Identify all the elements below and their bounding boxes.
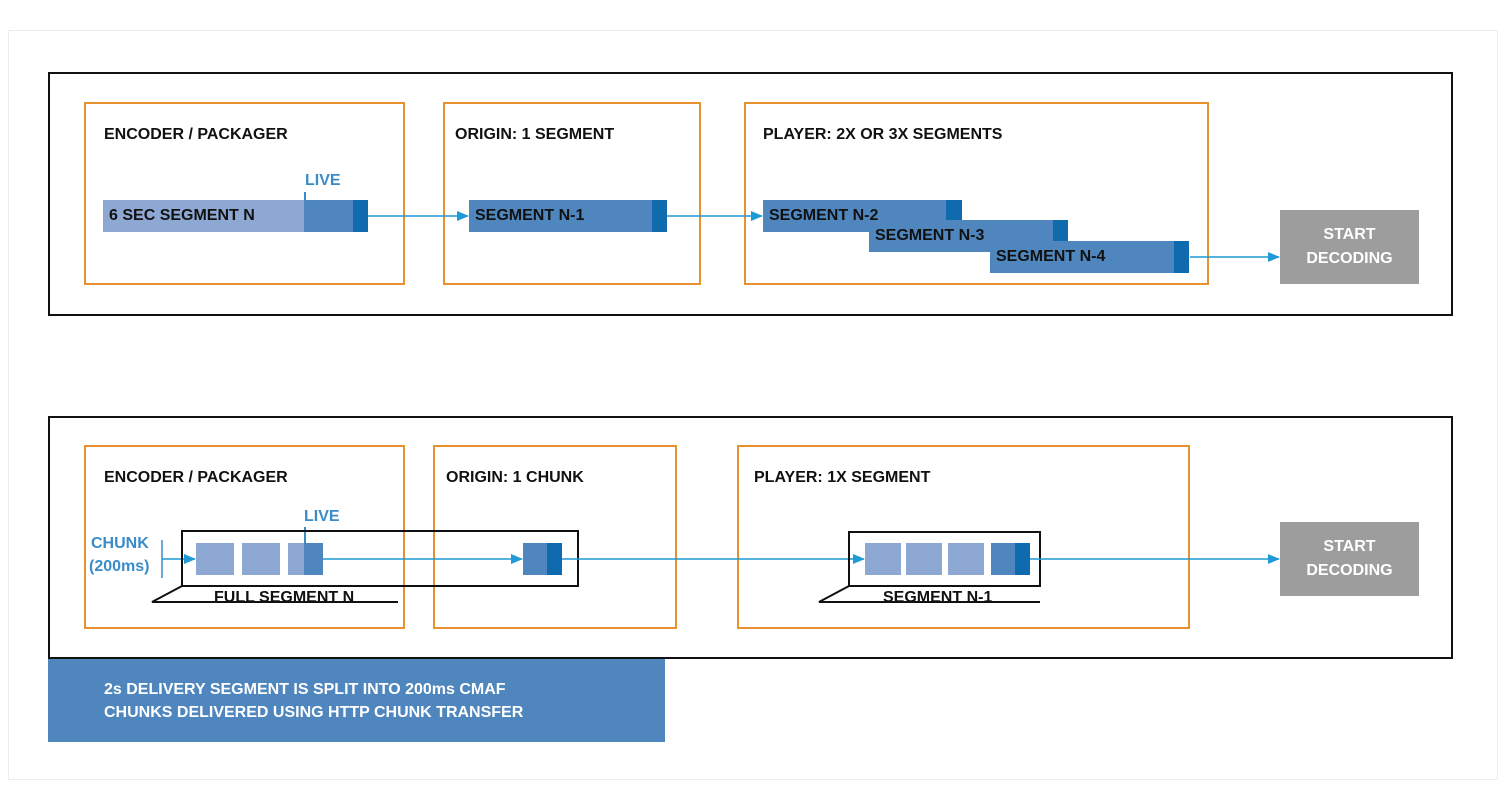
bottom-player-stage: [737, 445, 1190, 629]
player-segment-outline: [848, 531, 1041, 587]
bottom-start-decoding-box: START DECODING: [1280, 522, 1419, 596]
bottom-panel: [48, 416, 1453, 659]
top-player-segment-n4: SEGMENT N-4: [990, 241, 1189, 273]
bottom-player-chunk-4-endcap: [1015, 543, 1030, 575]
top-origin-stage: [443, 102, 701, 285]
top-segment-n-label: 6 SEC SEGMENT N: [109, 207, 255, 224]
bottom-player-chunk-1: [865, 543, 901, 575]
top-origin-title: ORIGIN: 1 SEGMENT: [455, 126, 615, 143]
bottom-origin-chunk-endcap: [547, 543, 562, 575]
top-start-decoding-box: START DECODING: [1280, 210, 1419, 284]
top-player-segment-n2: SEGMENT N-2: [763, 200, 962, 232]
bottom-chunk-label-line2: (200ms): [89, 558, 150, 575]
bottom-start-line1: START: [1323, 538, 1376, 555]
note-line1: 2s DELIVERY SEGMENT IS SPLIT INTO 200ms …: [104, 680, 506, 698]
top-player-stage: [744, 102, 1209, 285]
bottom-player-chunk-3: [948, 543, 984, 575]
bottom-encoder-title: ENCODER / PACKAGER: [104, 469, 288, 486]
top-origin-segment-bar: SEGMENT N-1: [469, 200, 667, 232]
bottom-encoder-chunk-3: [288, 543, 323, 575]
bottom-start-line2: DECODING: [1306, 562, 1393, 579]
bottom-chunk-label-line1: CHUNK: [91, 535, 149, 552]
bottom-origin-stage: [433, 445, 677, 629]
bottom-encoder-chunk-2: [242, 543, 280, 575]
player-segment-bracket: [818, 585, 1040, 603]
bottom-player-chunk-2: [906, 543, 942, 575]
top-live-marker: [304, 192, 306, 202]
bottom-encoder-chunk-1: [196, 543, 234, 575]
top-encoder-title: ENCODER / PACKAGER: [104, 126, 288, 143]
bottom-player-chunk-4: [991, 543, 1030, 575]
top-segment-n-endcap: [353, 200, 368, 232]
top-origin-segment-endcap: [652, 200, 667, 232]
top-player-segment-n4-endcap: [1174, 241, 1189, 273]
bottom-encoder-stage: [84, 445, 405, 629]
bottom-player-title: PLAYER: 1X SEGMENT: [754, 469, 931, 486]
full-segment-bracket: [151, 585, 398, 603]
note-line2: CHUNKS DELIVERED USING HTTP CHUNK TRANSF…: [104, 703, 524, 721]
bottom-live-marker: [304, 527, 306, 545]
top-player-title: PLAYER: 2X OR 3X SEGMENTS: [763, 126, 1003, 143]
diagram-frame: [8, 30, 1498, 780]
bottom-origin-chunk: [523, 543, 562, 575]
top-origin-segment-label: SEGMENT N-1: [475, 207, 585, 224]
bottom-origin-title: ORIGIN: 1 CHUNK: [446, 469, 584, 486]
top-live-label: LIVE: [305, 172, 341, 189]
top-player-segment-n3-label: SEGMENT N-3: [875, 227, 985, 244]
top-player-segment-n2-label: SEGMENT N-2: [769, 207, 879, 224]
top-start-line1: START: [1323, 226, 1376, 243]
top-player-segment-n4-label: SEGMENT N-4: [996, 248, 1106, 265]
top-segment-n-bar: 6 SEC SEGMENT N: [103, 200, 368, 232]
cmaf-note-box: 2s DELIVERY SEGMENT IS SPLIT INTO 200ms …: [48, 659, 665, 742]
bottom-live-label: LIVE: [304, 508, 340, 525]
top-encoder-stage: [84, 102, 405, 285]
top-start-line2: DECODING: [1306, 250, 1393, 267]
top-panel: [48, 72, 1453, 316]
